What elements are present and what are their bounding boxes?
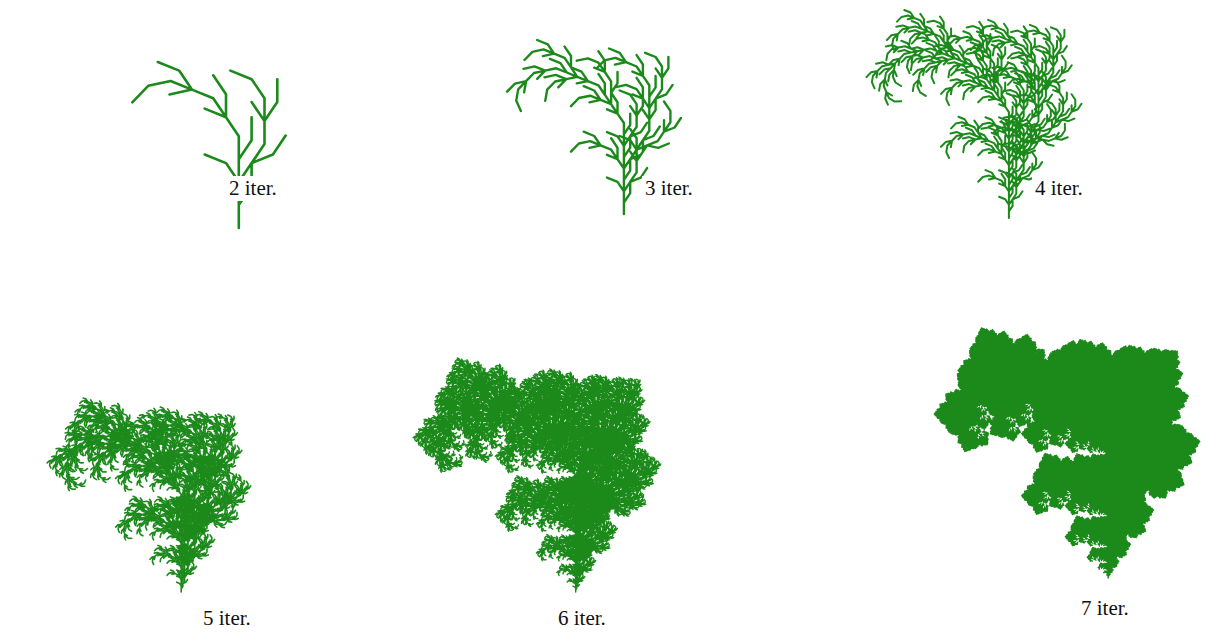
iteration-label: 4 iter. [1032,176,1086,201]
label-holder: 3 iter. [642,176,696,201]
fractal-plant [47,398,251,592]
fractal-plant [934,328,1199,578]
label-holder: 5 iter. [200,606,254,631]
label-holder: 2 iter. [226,176,280,201]
iteration-label: 6 iter. [555,606,609,631]
iteration-label: 3 iter. [642,176,696,201]
fractal-plant [413,358,661,592]
iteration-label: 2 iter. [226,176,280,201]
label-holder: 6 iter. [555,606,609,631]
label-holder: 4 iter. [1032,176,1086,201]
iteration-label: 5 iter. [200,606,254,631]
fractal-plant [132,62,285,228]
iteration-label: 7 iter. [1078,596,1132,621]
label-holder: 7 iter. [1078,596,1132,621]
